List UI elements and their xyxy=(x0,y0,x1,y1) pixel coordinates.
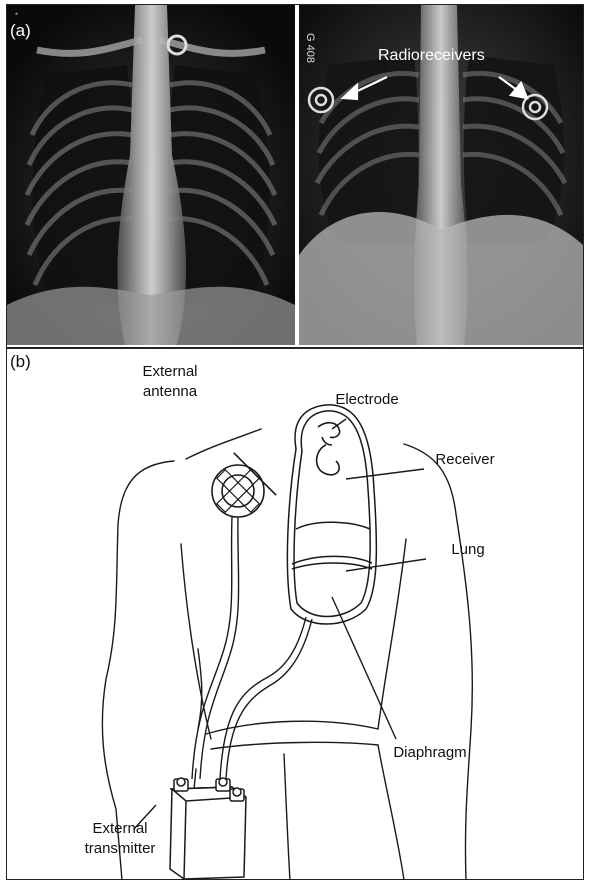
svg-text:G 408: G 408 xyxy=(304,33,316,63)
diaphragm-label: Diaphragm xyxy=(380,743,480,763)
electrode-label: Electrode xyxy=(312,390,422,410)
lung-label: Lung xyxy=(438,540,498,560)
external-antenna-disc xyxy=(212,453,276,517)
receiver-label: Receiver xyxy=(420,450,510,470)
receiver-leader xyxy=(346,469,424,479)
panel-a-label: (a) xyxy=(10,22,31,39)
phrenic-pacer-diagram xyxy=(6,349,584,880)
panel-b-label: (b) xyxy=(10,353,31,370)
external-transmitter-box xyxy=(170,778,246,879)
diaphragm-leader xyxy=(332,597,396,739)
radioreceivers-label: Radioreceivers xyxy=(378,48,485,64)
external-antenna-label: External antenna xyxy=(120,362,220,402)
electrode-coil xyxy=(317,423,340,475)
svg-text:•: • xyxy=(15,9,18,19)
external-transmitter-label: External transmitter xyxy=(60,819,180,859)
chest-xray-pre-implant: • xyxy=(7,5,295,345)
